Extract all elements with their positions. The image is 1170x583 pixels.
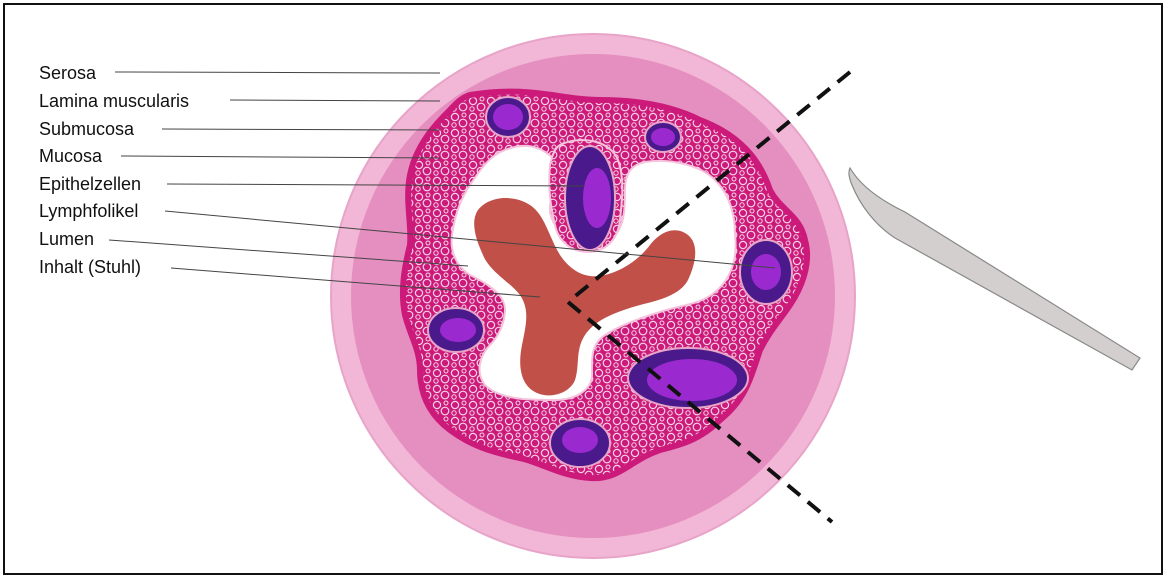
label-lymphfolikel: Lymphfolikel [39, 201, 138, 221]
labels: Serosa Lamina muscularis Submucosa Mucos… [39, 63, 189, 277]
lymph-follicle [740, 240, 792, 304]
lymph-follicle [628, 348, 748, 408]
scalpel-icon [849, 168, 1140, 370]
lymph-follicle [428, 308, 484, 352]
leader-lamina-muscularis [230, 100, 440, 101]
label-lamina-muscularis: Lamina muscularis [39, 91, 189, 111]
label-serosa: Serosa [39, 63, 97, 83]
lymph-follicle [486, 97, 530, 137]
label-submucosa: Submucosa [39, 119, 135, 139]
lymph-follicle [550, 419, 610, 467]
label-epithelzellen: Epithelzellen [39, 174, 141, 194]
leader-serosa [115, 72, 440, 73]
lymph-follicle [645, 122, 681, 152]
lymph-follicle [565, 146, 615, 250]
label-mucosa: Mucosa [39, 146, 103, 166]
label-inhalt-stuhl: Inhalt (Stuhl) [39, 257, 141, 277]
label-lumen: Lumen [39, 229, 94, 249]
